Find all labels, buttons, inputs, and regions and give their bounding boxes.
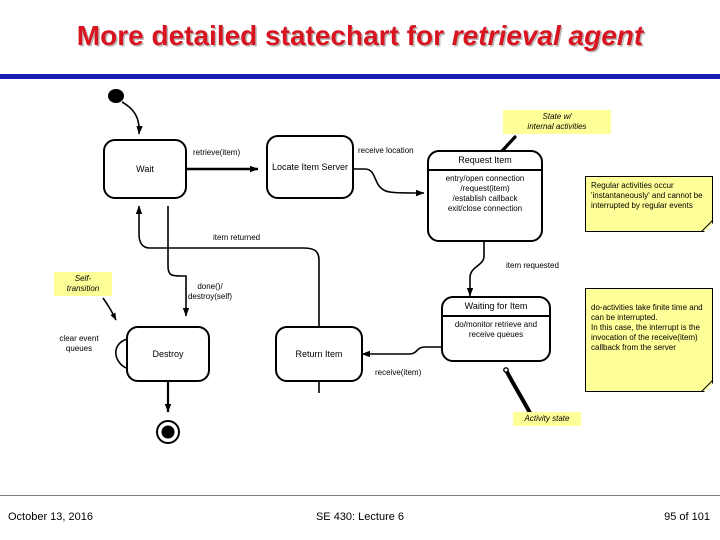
label-item-requested: item requested xyxy=(506,261,559,270)
note-state-with-internal-activities: State w/ internal activities xyxy=(503,110,611,134)
statechart-diagram xyxy=(102,89,532,444)
state-locate-item-server-label: Locate Item Server xyxy=(271,162,349,172)
label-done-destroy-self: done()/ destroy(self) xyxy=(187,282,232,301)
state-destroy-label: Destroy xyxy=(152,349,184,359)
label-receive-location: receive location xyxy=(358,146,414,155)
note-activity-state: Activity state xyxy=(513,412,581,426)
label-retrieve-item: retrieve(item) xyxy=(193,148,241,157)
transition-waiting-to-return xyxy=(361,346,441,358)
state-waiting-for-item-activities: do/monitor retrieve and receive queues xyxy=(454,320,538,339)
note-leader-activity-state xyxy=(504,368,532,415)
state-return-item-label: Return Item xyxy=(295,349,343,359)
page-title-italic: retrieval agent xyxy=(451,20,644,51)
label-clear-event-queues: clear event queues xyxy=(59,334,99,353)
title-divider xyxy=(0,74,720,79)
state-waiting-for-item[interactable]: Waiting for Item do/monitor retrieve and… xyxy=(441,296,551,362)
state-return-item[interactable]: Return Item xyxy=(275,326,363,382)
label-item-returned: item returned xyxy=(213,233,261,242)
state-request-item-activities: entry/open connection /request(item) /es… xyxy=(445,174,525,213)
footer-page-number: 95 of 101 xyxy=(664,511,710,523)
transition-initial-to-wait xyxy=(121,101,143,135)
note-self-transition: Self- transition xyxy=(54,272,112,296)
state-destroy[interactable]: Destroy xyxy=(126,326,210,382)
initial-state-marker xyxy=(108,89,124,103)
state-request-item[interactable]: Request Item entry/open connection /requ… xyxy=(427,150,543,242)
note-do-activities-text: do-activities take finite time and can b… xyxy=(591,303,703,352)
state-waiting-for-item-label: Waiting for Item xyxy=(443,298,549,317)
note-leader-activity-anchor xyxy=(503,367,509,373)
footer-course: SE 430: Lecture 6 xyxy=(315,511,405,523)
note-fold-line-icon xyxy=(701,220,713,232)
footer-divider xyxy=(0,495,720,496)
state-wait-label: Wait xyxy=(136,164,154,174)
transition-return-to-wait xyxy=(135,205,320,393)
transition-wait-to-destroy xyxy=(167,206,190,317)
note-fold-corner-icon xyxy=(704,223,713,232)
final-state-marker xyxy=(156,420,180,444)
label-receive-item: receive(item) xyxy=(375,368,422,377)
page-title: More detailed statechart for retrieval a… xyxy=(0,20,720,52)
note-regular-activities-text: Regular activities occur 'instantaneousl… xyxy=(591,181,703,210)
note-do-activities: do-activities take finite time and can b… xyxy=(585,288,713,392)
page-title-main: More detailed statechart for xyxy=(76,20,452,51)
footer-date: October 13, 2016 xyxy=(8,511,94,523)
state-request-item-label: Request Item xyxy=(429,152,541,171)
transition-locate-to-request xyxy=(353,168,425,197)
transition-request-to-waiting xyxy=(466,241,485,297)
note-do-fold-corner-icon xyxy=(704,383,713,392)
state-locate-item-server[interactable]: Locate Item Server xyxy=(266,135,354,199)
note-leader-self-transition xyxy=(102,297,117,321)
note-regular-activities: Regular activities occur 'instantaneousl… xyxy=(585,176,713,232)
note-do-fold-line-icon xyxy=(701,380,713,392)
state-wait[interactable]: Wait xyxy=(103,139,187,199)
